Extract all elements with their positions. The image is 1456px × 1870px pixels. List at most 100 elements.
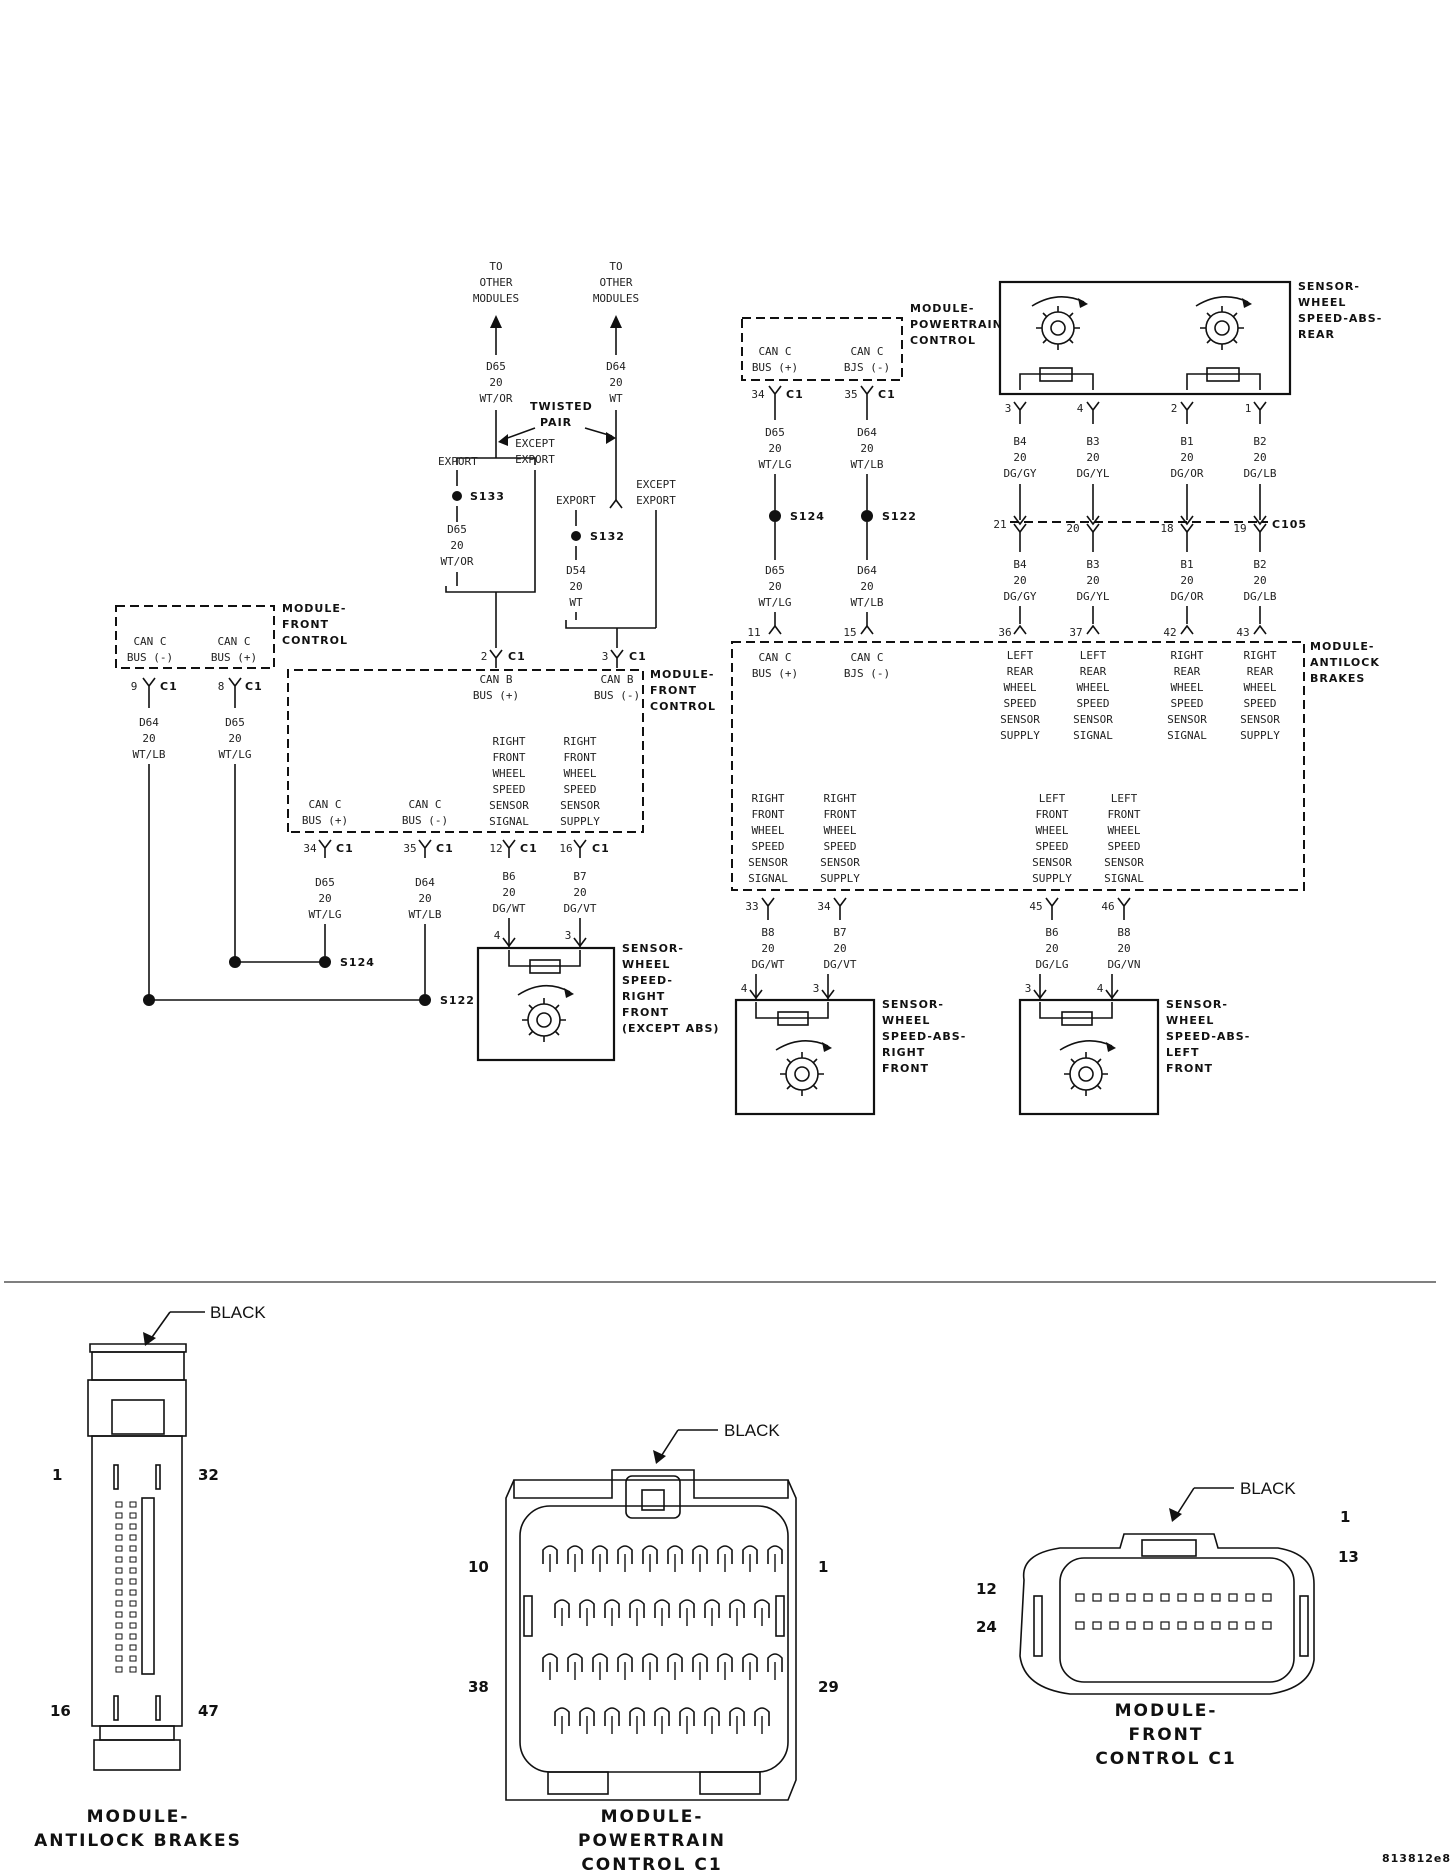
pin-cavity [129,1567,137,1574]
wire-pcm-d65: D65 20 WT/LG [758,426,791,471]
svg-text:20: 20 [502,886,515,899]
wire-fcm35: D64 20 WT/LB [408,876,441,921]
sensor-lf-abs-box [1018,998,1160,1116]
svg-text:WT/LB: WT/LB [850,458,883,471]
svg-text:2: 2 [1171,402,1178,415]
pin-cavity [542,1653,558,1672]
svg-text:D65: D65 [765,426,785,439]
svg-text:D54: D54 [566,564,586,577]
svg-text:45: 45 [1029,900,1042,913]
pin-cavity [742,1545,758,1564]
svg-text:SENSOR: SENSOR [1000,713,1040,726]
svg-text:B8: B8 [1117,926,1130,939]
svg-text:C1: C1 [245,680,263,693]
svg-text:LEFT: LEFT [1007,649,1034,662]
pin-cavity [1109,1621,1119,1630]
svg-text:WHEEL: WHEEL [1107,824,1140,837]
pin-cavity [129,1600,137,1607]
svg-text:20: 20 [1066,522,1079,535]
pin-cavity [617,1545,633,1564]
svg-text:3: 3 [1005,402,1012,415]
pin-cavity [1262,1593,1272,1602]
svg-text:SENSOR: SENSOR [1104,856,1144,869]
pin-cavity [1075,1593,1085,1602]
svg-text:46: 46 [1101,900,1114,913]
svg-text:20: 20 [569,580,582,593]
to-other-modules-1: TO OTHER MODULES [473,260,519,305]
pin-cavity [115,1501,123,1508]
svg-text:C1: C1 [336,842,354,855]
pin-cavity [129,1611,137,1618]
svg-text:WT: WT [609,392,623,405]
svg-text:18: 18 [1160,522,1173,535]
svg-text:1: 1 [1245,402,1252,415]
svg-text:SENSOR-: SENSOR- [882,998,944,1011]
pin-cavity [129,1589,137,1596]
svg-text:C1: C1 [436,842,454,855]
pin-cavity [692,1545,708,1564]
pin-cavity [129,1501,137,1508]
svg-text:FRONT: FRONT [563,751,596,764]
pcm-box [741,317,903,381]
svg-text:FRONT: FRONT [282,618,329,631]
svg-text:FRONT: FRONT [1035,808,1068,821]
svg-text:20: 20 [228,732,241,745]
svg-text:WHEEL: WHEEL [1003,681,1036,694]
rear-wires-lower: B4 20 DG/GY B3 20 DG/YL B1 20 DG/OR B2 2… [1003,558,1277,624]
svg-text:B1: B1 [1180,435,1193,448]
wire-b7-fcm: B7 20 DG/VT [563,870,596,915]
fcm-small-label: MODULE- FRONT CONTROL [282,602,347,647]
svg-text:C1: C1 [629,650,647,663]
svg-text:D64: D64 [857,426,877,439]
svg-text:DG/GY: DG/GY [1003,590,1036,603]
svg-text:20: 20 [1180,574,1193,587]
svg-text:C1: C1 [520,842,538,855]
pin-cavity [129,1622,137,1629]
svg-text:OTHER: OTHER [479,276,512,289]
wire-abs-d65: D65 20 WT/LG [758,564,791,609]
svg-text:20: 20 [1253,574,1266,587]
figure-id: 813812e8 [1382,1852,1451,1865]
svg-text:RIGHT: RIGHT [823,792,856,805]
svg-text:SPEED-ABS-: SPEED-ABS- [882,1030,966,1043]
svg-text:SENSOR: SENSOR [1240,713,1280,726]
svg-text:EXPORT: EXPORT [515,453,555,466]
svg-text:REAR: REAR [1298,328,1335,341]
svg-text:36: 36 [998,626,1011,639]
svg-text:LEFT: LEFT [1039,792,1066,805]
svg-text:RIGHT: RIGHT [751,792,784,805]
svg-text:BUS (+): BUS (+) [473,689,519,702]
svg-text:C1: C1 [878,388,896,401]
svg-text:RIGHT: RIGHT [882,1046,925,1059]
svg-text:BUS (-): BUS (-) [402,814,448,827]
fcm-rf-signal: RIGHT FRONT WHEEL SPEED SENSOR SIGNAL [489,735,529,828]
svg-text:37: 37 [1069,626,1082,639]
pin-cavity [129,1523,137,1530]
svg-text:BUS (+): BUS (+) [211,651,257,664]
svg-text:3: 3 [813,982,820,995]
pin-cavity [1228,1621,1238,1630]
svg-text:WHEEL: WHEEL [622,958,670,971]
pin-cavity [554,1599,570,1618]
pin-cavity [1194,1593,1204,1602]
svg-text:BUS (-): BUS (-) [594,689,640,702]
svg-text:FRONT: FRONT [1107,808,1140,821]
svg-text:SENSOR-: SENSOR- [622,942,684,955]
pin-cavity [1092,1593,1102,1602]
svg-text:DG/VT: DG/VT [823,958,856,971]
svg-text:4: 4 [1077,402,1084,415]
svg-text:B2: B2 [1253,435,1266,448]
svg-text:20: 20 [1117,942,1130,955]
svg-text:WT/LG: WT/LG [218,748,251,761]
svg-text:SENSOR: SENSOR [748,856,788,869]
svg-text:B7: B7 [833,926,846,939]
svg-text:SIGNAL: SIGNAL [1073,729,1113,742]
svg-text:20: 20 [142,732,155,745]
pin-cavity [629,1599,645,1618]
svg-text:43: 43 [1236,626,1249,639]
svg-text:REAR: REAR [1174,665,1201,678]
svg-text:20: 20 [573,886,586,899]
svg-text:BJS (-): BJS (-) [844,361,890,374]
svg-text:24: 24 [976,1618,997,1636]
